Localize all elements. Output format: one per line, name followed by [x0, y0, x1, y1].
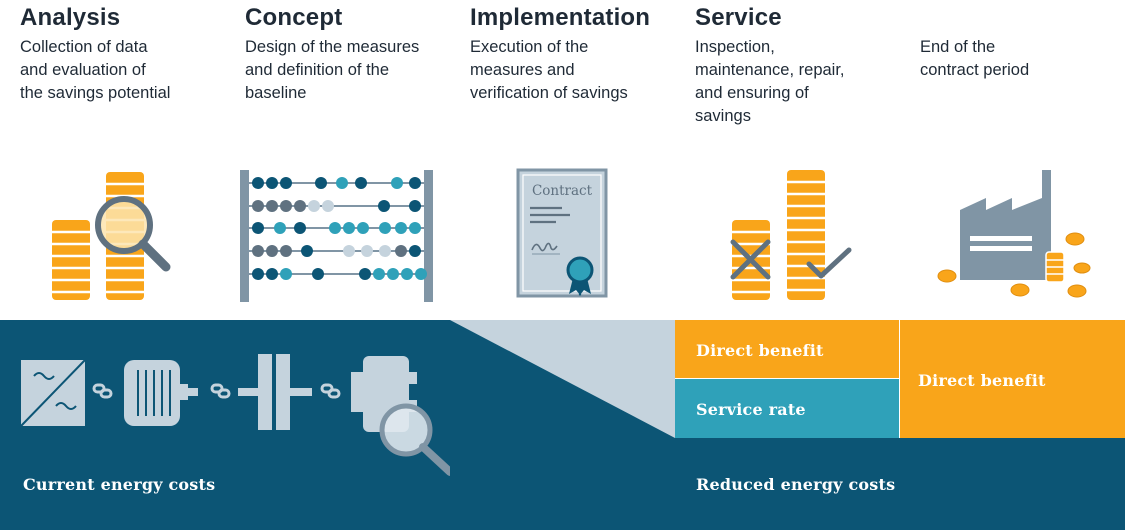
- phase-description: Design of the measures and definition of…: [245, 38, 420, 102]
- current-costs-panel: Current energy costs: [0, 320, 450, 530]
- phase-title: Analysis: [20, 4, 121, 31]
- current-costs-label: Current energy costs: [23, 475, 216, 494]
- phase-analysis: Analysis Collection of data and evaluati…: [0, 0, 225, 320]
- coins-cross-check-icon: [730, 170, 852, 300]
- reduced-costs-panel: Direct benefit Service rate Direct benef…: [675, 320, 1125, 530]
- contract-certificate-icon: Contract: [516, 168, 608, 298]
- service-rate-label: Service rate: [696, 400, 806, 419]
- link-icon: [92, 383, 341, 399]
- phase-title: Concept: [245, 4, 343, 31]
- drive-train-illustration: [20, 354, 450, 476]
- factory-coins-icon: [937, 170, 1091, 298]
- direct-benefit-end-label: Direct benefit: [918, 371, 1046, 390]
- direct-benefit-service-label: Direct benefit: [696, 341, 824, 360]
- phase-description: End of the contract period: [920, 38, 1030, 79]
- direct-benefit-end-block: [900, 320, 1125, 438]
- contract-label: Contract: [532, 183, 593, 199]
- phase-description: Execution of the measures and verificati…: [470, 38, 628, 102]
- phase-concept: Concept Design of the measures and defin…: [225, 0, 450, 320]
- cost-transition-wedge: [450, 320, 675, 438]
- phase-description: Collection of data and evaluation of the…: [20, 38, 171, 102]
- transition-panel: [450, 320, 675, 530]
- service-rate-block: [675, 378, 900, 438]
- phase-title: Implementation: [470, 4, 651, 31]
- direct-benefit-service-block: [675, 320, 900, 378]
- abacus-icon: [240, 170, 433, 302]
- phase-service: Service Inspection, maintenance, repair,…: [675, 0, 900, 320]
- phase-end-of-contract: End of the contract period: [900, 0, 1125, 320]
- phase-title: Service: [695, 4, 782, 31]
- inverter-icon: [20, 359, 86, 427]
- phase-implementation: Implementation Execution of the measures…: [450, 0, 675, 320]
- coupling-icon: [238, 354, 312, 430]
- gearbox-magnifier-icon: [351, 356, 450, 476]
- motor-icon: [124, 360, 198, 426]
- coins-magnifier-icon: [52, 172, 171, 300]
- phase-description: Inspection, maintenance, repair, and ens…: [695, 38, 845, 125]
- reduced-costs-label: Reduced energy costs: [696, 475, 896, 494]
